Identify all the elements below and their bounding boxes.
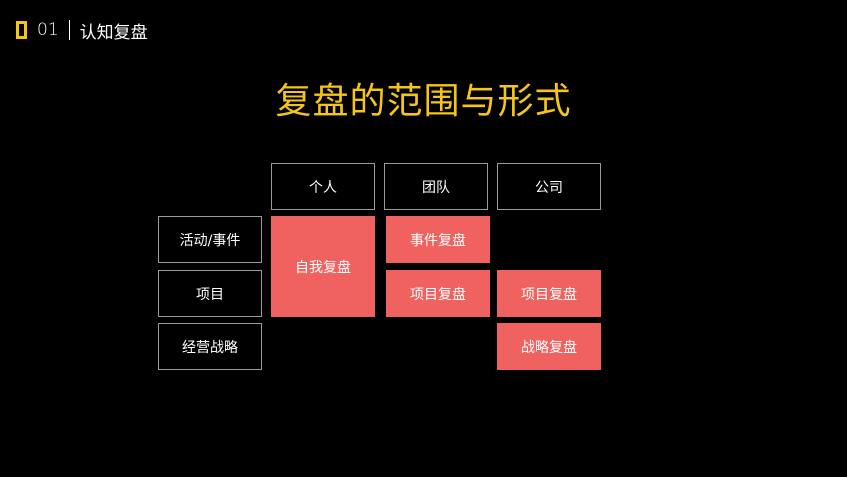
slide-title: 复盘的范围与形式 xyxy=(275,81,572,122)
row-header-strategy: 经营战略 xyxy=(158,323,262,370)
section-number: 01 xyxy=(37,20,59,40)
header-divider xyxy=(68,20,70,40)
column-header-company: 公司 xyxy=(497,163,601,210)
cell-strategy-review: 战略复盘 xyxy=(497,323,601,370)
row-header-event: 活动/事件 xyxy=(158,216,262,263)
column-header-individual: 个人 xyxy=(271,163,375,210)
row-header-project: 项目 xyxy=(158,270,262,317)
section-square-icon xyxy=(16,21,27,39)
column-header-team: 团队 xyxy=(384,163,488,210)
section-title: 认知复盘 xyxy=(79,22,148,43)
cell-event-review: 事件复盘 xyxy=(386,216,490,263)
cell-team-project-review: 项目复盘 xyxy=(386,270,490,317)
cell-company-project-review: 项目复盘 xyxy=(497,270,601,317)
cell-self-review: 自我复盘 xyxy=(271,216,375,317)
slide-header: 01 认知复盘 xyxy=(16,17,148,43)
